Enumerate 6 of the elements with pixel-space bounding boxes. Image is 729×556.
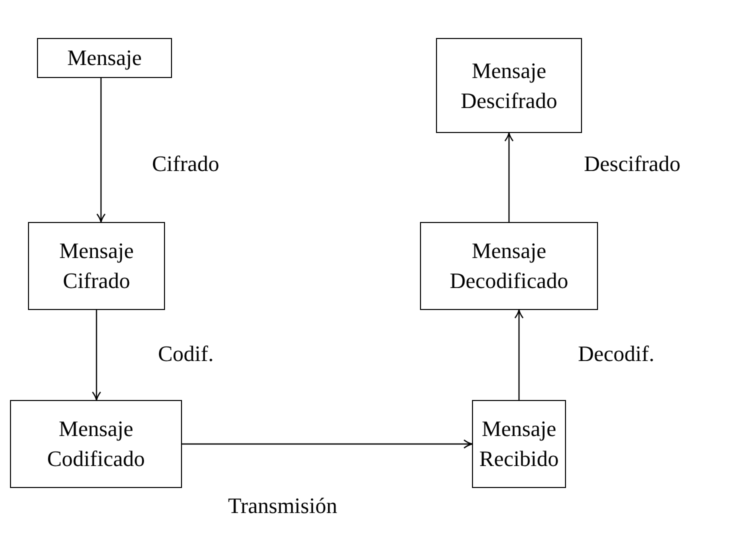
- message-box: Mensaje Codificado: [10, 400, 182, 488]
- message-box: Mensaje Descifrado: [436, 38, 582, 133]
- message-box: Mensaje Decodificado: [420, 222, 598, 310]
- message-box: Mensaje: [37, 38, 172, 78]
- message-box: Mensaje Cifrado: [28, 222, 165, 310]
- message-box: Mensaje Recibido: [472, 400, 566, 488]
